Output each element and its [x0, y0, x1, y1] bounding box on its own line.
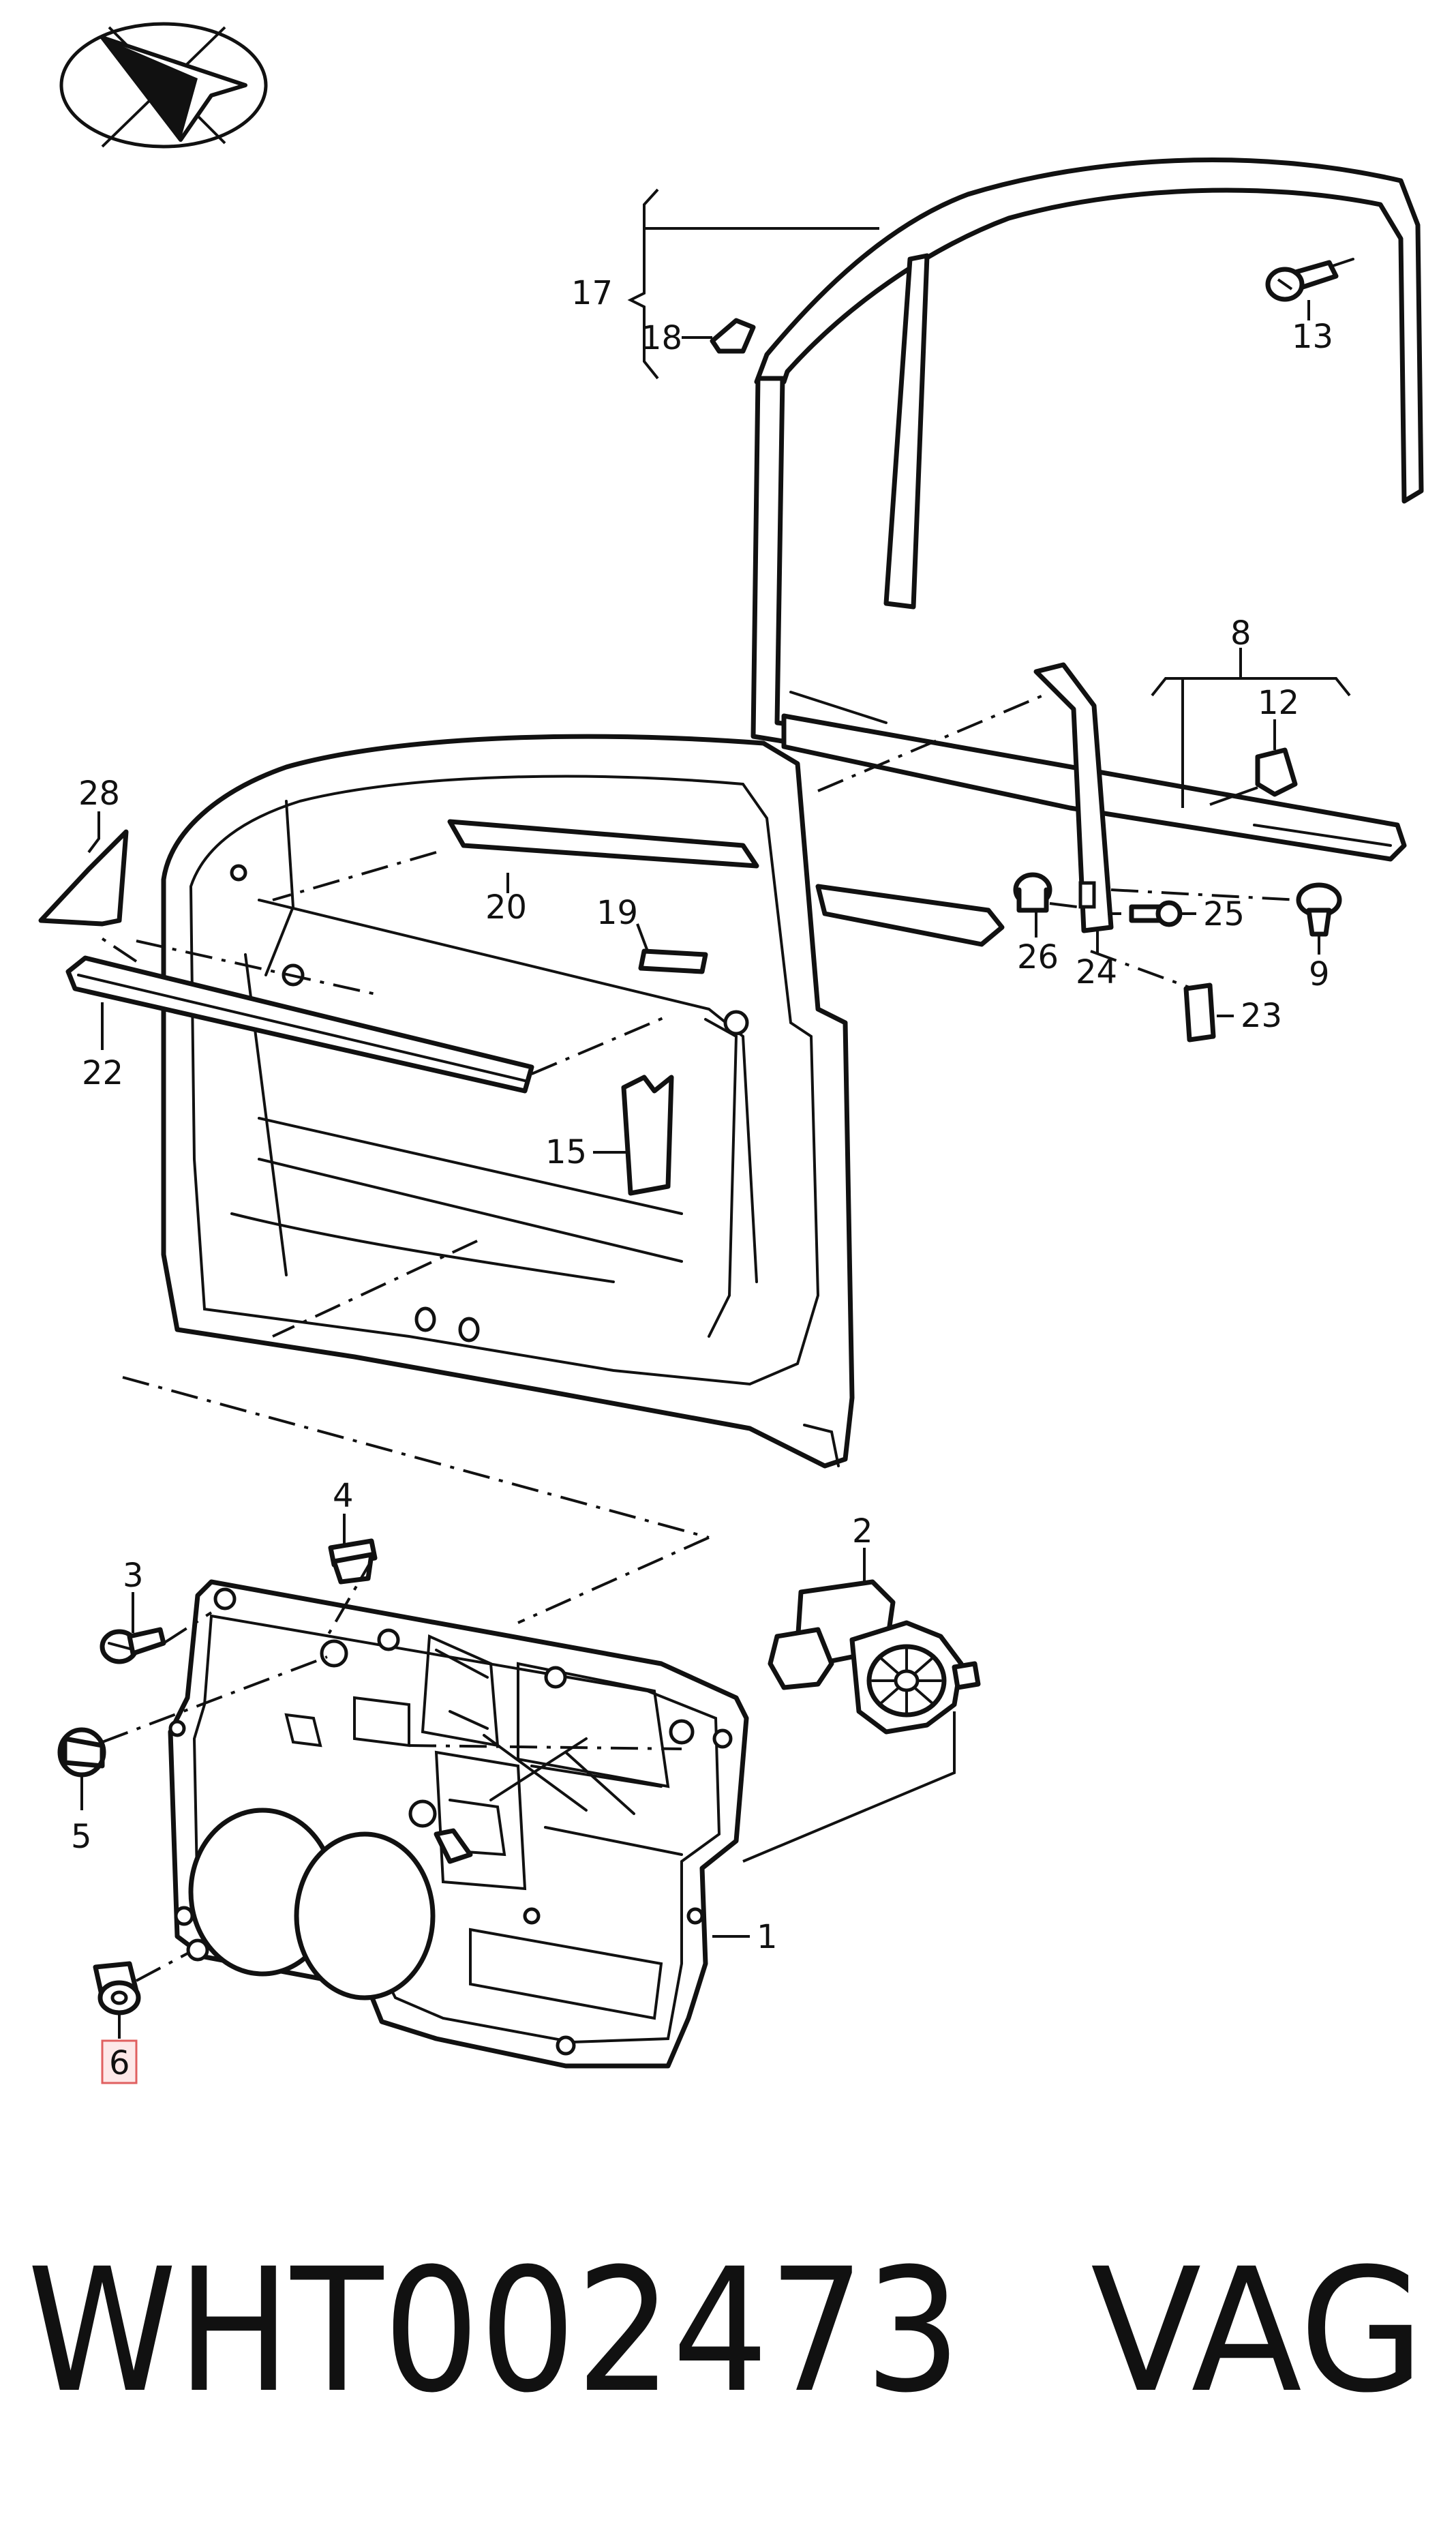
door-shell — [161, 734, 855, 1469]
brand-name: VAG — [1091, 2232, 1425, 2430]
clip-18 — [710, 318, 756, 354]
nut-26 — [1013, 872, 1052, 913]
callout-8: 8 — [1230, 614, 1252, 653]
callout-labels: 17 18 13 8 12 28 20 19 25 26 24 9 23 22 … — [71, 274, 1333, 2084]
label-19 — [638, 948, 708, 974]
callout-19: 19 — [596, 894, 638, 932]
bolt-3 — [100, 1627, 166, 1664]
strip-15 — [621, 1075, 674, 1196]
callout-18: 18 — [641, 319, 682, 357]
footer: WHT002473 VAG — [27, 2232, 1425, 2430]
guide-rail-24 — [1033, 662, 1114, 933]
callout-3: 3 — [123, 1557, 144, 1595]
outer-window-strip — [815, 884, 1005, 947]
window-motor-2 — [768, 1579, 981, 1735]
callout-26: 26 — [1017, 938, 1059, 976]
callout-15: 15 — [545, 1133, 587, 1171]
callout-4: 4 — [333, 1477, 354, 1515]
clip-12 — [1255, 747, 1298, 797]
leader-lines — [80, 188, 1351, 2039]
screw-25 — [1129, 900, 1183, 927]
block-23 — [1183, 983, 1216, 1043]
bolt-9 — [1296, 882, 1342, 937]
paper-plane-compass-logo — [59, 22, 268, 149]
callout-20: 20 — [485, 888, 527, 927]
callout-24: 24 — [1076, 953, 1117, 991]
callout-23: 23 — [1241, 997, 1282, 1035]
part-number: WHT002473 — [27, 2232, 961, 2430]
callout-17: 17 — [571, 274, 613, 312]
cap-5 — [57, 1727, 106, 1778]
callout-5: 5 — [71, 1818, 92, 1856]
inner-window-strip-22 — [65, 955, 534, 1094]
nut-6 — [93, 1961, 141, 2015]
callout-25: 25 — [1203, 895, 1245, 933]
callout-6: 6 — [109, 2044, 130, 2082]
screw-13 — [1265, 258, 1354, 302]
construction-lines — [94, 694, 1299, 1982]
window-channel-20 — [447, 819, 759, 869]
callout-13: 13 — [1292, 318, 1333, 356]
window-frame-seal — [750, 158, 1424, 760]
mirror-triangle-cover-28 — [38, 829, 129, 927]
callout-6-highlight — [101, 2039, 138, 2084]
callout-28: 28 — [78, 775, 120, 813]
door-module-carrier-1 — [168, 1579, 749, 2069]
callout-22: 22 — [82, 1054, 123, 1092]
callout-9: 9 — [1309, 955, 1330, 993]
bolt-4 — [328, 1538, 378, 1585]
callout-2: 2 — [852, 1512, 873, 1550]
callout-12: 12 — [1258, 684, 1299, 722]
callout-1: 1 — [757, 1918, 778, 1956]
